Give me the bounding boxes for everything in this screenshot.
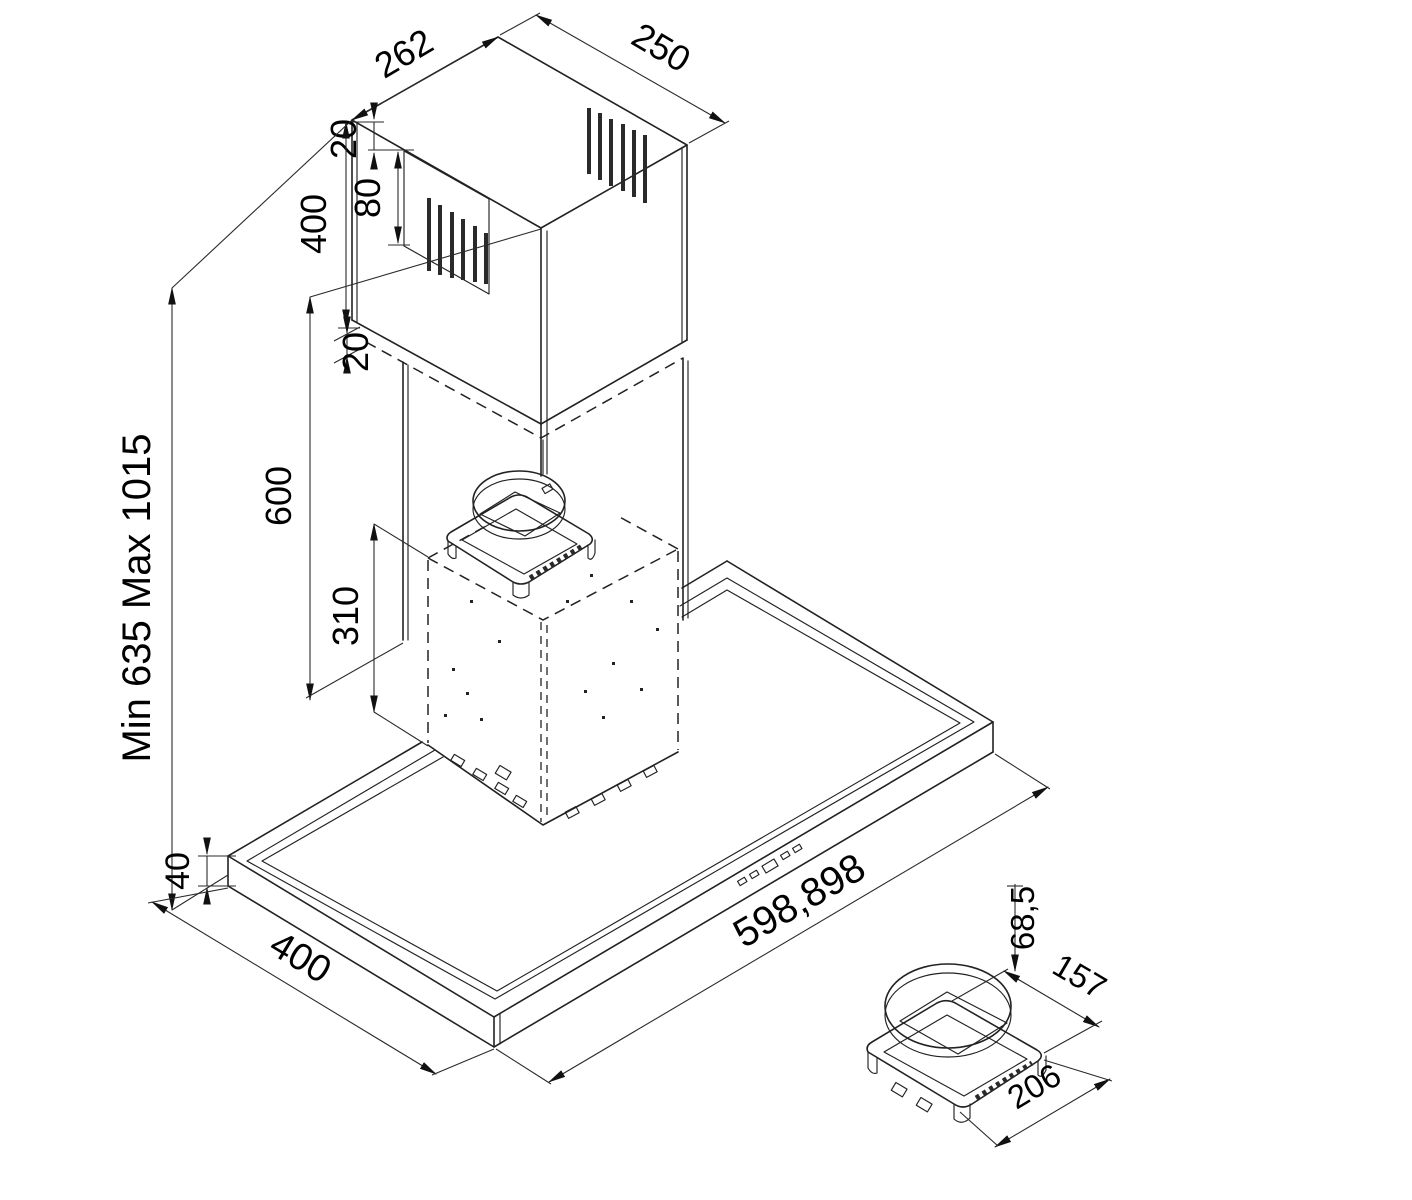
dim-label-598-898: 598,898 <box>726 845 873 956</box>
dimension-250: 250 <box>499 12 730 144</box>
dim-label-310: 310 <box>325 586 366 646</box>
fixing-tabs <box>450 753 658 819</box>
chimney-vent-grille-right <box>587 108 647 203</box>
dimension-598-898: 598,898 <box>495 753 1051 1085</box>
dim-label-600: 600 <box>258 466 299 526</box>
dimension-600: 600 <box>258 228 542 702</box>
duct-collar <box>446 470 596 599</box>
dimension-206: 206 <box>959 1056 1113 1148</box>
rivet-dots <box>444 574 659 721</box>
dim-label-80: 80 <box>347 178 388 218</box>
dimension-20-overlap: 20 <box>333 316 376 374</box>
dim-label-157: 157 <box>1047 946 1113 1006</box>
dim-label-20-overlap: 20 <box>335 332 376 372</box>
telescopic-joint-hidden-edge <box>365 341 684 439</box>
dimension-20-top: 20 <box>323 102 414 170</box>
dim-label-250: 250 <box>625 14 698 80</box>
chimney-vent-grille-left <box>403 150 490 295</box>
canopy-rim <box>246 577 975 1000</box>
dim-label-min-max: Min 635 Max 1015 <box>115 433 159 762</box>
dim-label-400-depth: 400 <box>262 923 338 992</box>
dimension-310: 310 <box>325 522 429 747</box>
chimney-inner-section <box>402 357 689 641</box>
dimension-262: 262 <box>351 20 499 121</box>
dim-label-400-upper: 400 <box>293 194 334 254</box>
dim-label-206: 206 <box>1001 1056 1067 1116</box>
dimension-400-depth: 400 <box>147 887 495 1076</box>
dimension-min-max-height: Min 635 Max 1015 <box>115 119 353 912</box>
dim-label-20-top: 20 <box>323 119 364 159</box>
dimension-68-5: 68,5 <box>1004 884 1041 973</box>
motor-housing-box <box>427 514 679 826</box>
dimension-157: 157 <box>951 946 1113 1054</box>
dimension-40: 40 <box>159 837 236 905</box>
chimney-upper-section <box>351 36 688 477</box>
dim-label-68-5: 68,5 <box>1004 886 1041 950</box>
dimension-80: 80 <box>347 149 412 246</box>
dim-label-40: 40 <box>159 852 197 890</box>
